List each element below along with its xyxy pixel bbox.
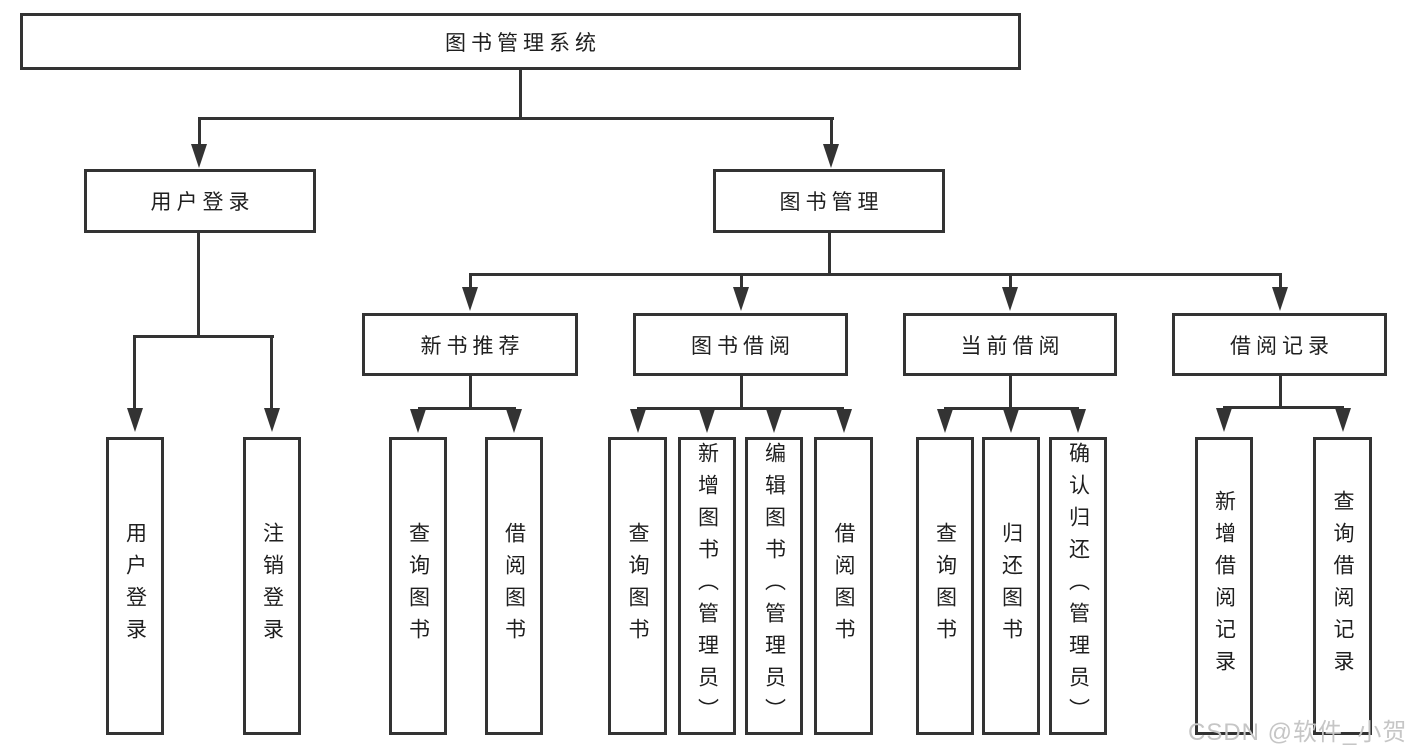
leaf-return-books: 归还图书 [982,437,1040,735]
node-book-management-label: 图书管理 [779,191,884,214]
node-book-borrowing-label: 图书借阅 [691,334,795,358]
arrowhead-user [191,144,207,168]
csdn-watermark: CSDN @软件_小贺同学 [1188,719,1405,746]
node-user-login-label: 用户登录 [150,191,255,214]
node-book-management: 图书管理 [713,169,945,233]
connector-stub-current [1009,273,1012,289]
leaf-edit-books-admin-label: 编辑图书（管理员） [762,442,786,730]
connector-stub-borrowing [740,273,743,289]
arrowhead-leaf-login [127,408,143,432]
arrowhead-borrowing-leaf-4 [836,409,852,433]
arrowhead-current [1002,287,1018,311]
leaf-logout-label: 注销登录 [260,522,284,650]
node-root-label: 图书管理系统 [445,31,601,55]
node-current-borrowing: 当前借阅 [903,313,1117,376]
connector-stub-leaf-login [133,335,136,409]
leaf-current-query-books-label: 查询图书 [933,522,957,650]
connector-current-trunk [1009,376,1012,409]
arrowhead-records-leaf-2 [1335,408,1351,432]
arrowhead-borrowing-leaf-2 [699,409,715,433]
leaf-recommend-borrow-books-label: 借阅图书 [502,522,526,650]
connector-stub-recommend [469,273,472,289]
leaf-borrowing-query-books-label: 查询图书 [626,522,649,650]
arrowhead-recommend-leaf-2 [506,409,522,433]
arrowhead-records-leaf-1 [1216,408,1232,432]
node-current-borrowing-label: 当前借阅 [960,334,1065,358]
connector-records-branch [1223,406,1344,409]
connector-root-trunk [519,70,522,117]
connector-stub-user [198,117,201,147]
connector-root-branch [198,117,834,120]
node-borrowing-records-label: 借阅记录 [1230,334,1334,358]
connector-stub-leaf-logout [270,335,273,409]
arrowhead-current-leaf-2 [1003,409,1019,433]
connector-records-trunk [1279,376,1282,408]
connector-user-branch [133,335,274,338]
leaf-logout: 注销登录 [243,437,301,735]
leaf-recommend-borrow-books: 借阅图书 [485,437,543,735]
node-book-borrowing: 图书借阅 [633,313,848,376]
leaf-current-query-books: 查询图书 [916,437,974,735]
connector-recommend-trunk [469,376,472,409]
arrowhead-records [1272,287,1288,311]
leaf-recommend-query-books: 查询图书 [389,437,447,735]
connector-recommend-branch [418,407,516,410]
arrowhead-borrowing [733,287,749,311]
connector-borrowing-branch [637,407,844,410]
leaf-recommend-query-books-label: 查询图书 [406,522,430,650]
leaf-confirm-return-admin-label: 确认归还（管理员） [1066,442,1090,730]
connector-mgmt-branch [469,273,1282,276]
arrowhead-mgmt [823,144,839,168]
arrowhead-recommend [462,287,478,311]
leaf-add-borrow-record: 新增借阅记录 [1195,437,1253,735]
connector-user-trunk [197,233,200,336]
leaf-user-login: 用户登录 [106,437,164,735]
arrowhead-current-leaf-3 [1070,409,1086,433]
connector-mgmt-trunk [828,233,831,275]
node-new-book-recommend: 新书推荐 [362,313,578,376]
arrowhead-borrowing-leaf-1 [630,409,646,433]
leaf-borrow-books: 借阅图书 [814,437,873,735]
leaf-add-books-admin-label: 新增图书（管理员） [695,442,719,730]
connector-borrowing-trunk [740,376,743,409]
arrowhead-current-leaf-1 [937,409,953,433]
leaf-query-borrow-record-label: 查询借阅记录 [1331,490,1354,682]
leaf-borrow-books-label: 借阅图书 [832,522,855,650]
arrowhead-recommend-leaf-1 [410,409,426,433]
leaf-user-login-label: 用户登录 [123,522,147,650]
leaf-query-borrow-record: 查询借阅记录 [1313,437,1372,735]
leaf-return-books-label: 归还图书 [999,522,1023,650]
node-root: 图书管理系统 [20,13,1021,70]
leaf-confirm-return-admin: 确认归还（管理员） [1049,437,1107,735]
node-borrowing-records: 借阅记录 [1172,313,1387,376]
node-user-login: 用户登录 [84,169,316,233]
arrowhead-borrowing-leaf-3 [766,409,782,433]
leaf-borrowing-query-books: 查询图书 [608,437,667,735]
arrowhead-leaf-logout [264,408,280,432]
connector-current-branch [944,407,1079,410]
leaf-add-books-admin: 新增图书（管理员） [678,437,736,735]
connector-stub-mgmt [830,117,833,147]
connector-stub-records [1279,273,1282,289]
leaf-edit-books-admin: 编辑图书（管理员） [745,437,803,735]
leaf-add-borrow-record-label: 新增借阅记录 [1212,490,1236,682]
node-new-book-recommend-label: 新书推荐 [420,334,525,358]
